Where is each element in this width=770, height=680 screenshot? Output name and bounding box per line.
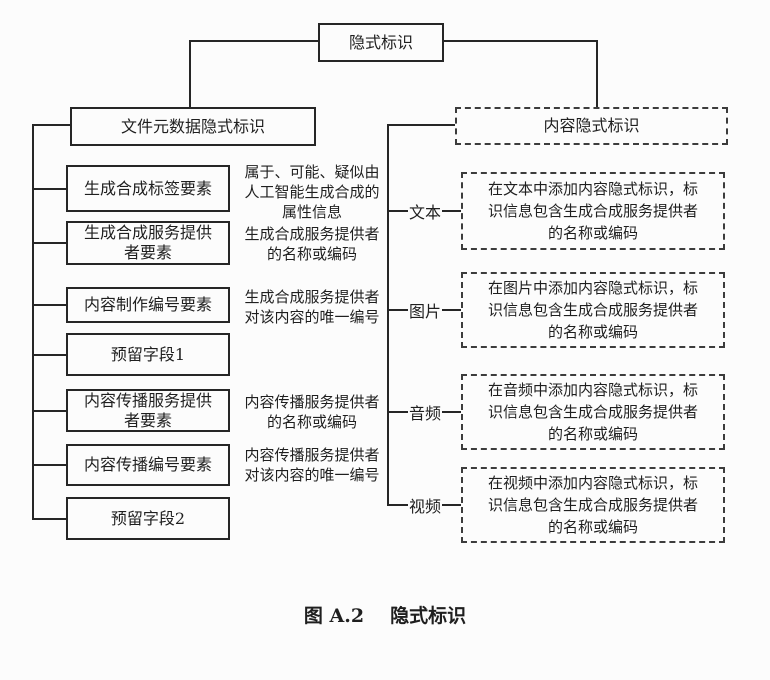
right-label-text-label: 文本: [409, 203, 442, 222]
right-label-audio-line-right: [442, 411, 464, 413]
figure-caption: 图 A.2 隐式标识: [0, 601, 770, 628]
right-label-image-label: 图片: [409, 302, 442, 321]
node-left-item-5: 内容传播服务提供 者要素: [66, 389, 230, 432]
right-label-video-line-left: [387, 504, 408, 506]
node-left-item-3-label: 内容制作编号要素: [83, 295, 212, 314]
node-left-item-2: 生成合成服务提供 者要素: [66, 221, 230, 265]
node-left-item-6-label: 内容传播编号要素: [83, 455, 212, 474]
connector-root-to-right-horizontal: [442, 40, 598, 42]
node-right-item-audio: 在音频中添加内容隐式标识，标 识信息包含生成合成服务提供者 的名称或编码: [461, 374, 725, 450]
node-left-item-7-label: 预留字段2: [110, 508, 186, 528]
node-left-header: 文件元数据隐式标识: [70, 107, 316, 146]
right-label-video: 视频: [387, 495, 464, 516]
left-stub-header: [32, 124, 72, 126]
right-label-text-line-right: [442, 210, 464, 212]
right-label-video-label: 视频: [409, 497, 442, 516]
node-left-header-label: 文件元数据隐式标识: [120, 116, 265, 136]
figure-caption-number: 图 A.2: [303, 605, 365, 627]
left-stub-1: [32, 188, 68, 190]
connector-root-to-right-vertical: [596, 40, 598, 108]
node-left-item-5-label: 内容传播服务提供 者要素: [83, 390, 212, 430]
node-right-item-image: 在图片中添加内容隐式标识，标 识信息包含生成合成服务提供者 的名称或编码: [461, 272, 725, 348]
node-right-item-text: 在文本中添加内容隐式标识，标 识信息包含生成合成服务提供者 的名称或编码: [461, 172, 725, 250]
left-stub-3: [32, 304, 68, 306]
right-branch-spine: [387, 124, 389, 506]
left-branch-spine: [32, 125, 34, 520]
right-label-text-line-left: [387, 210, 408, 212]
node-left-item-4: 预留字段1: [66, 333, 230, 376]
connector-root-to-left-horizontal: [189, 40, 319, 42]
node-left-item-4-label: 预留字段1: [110, 344, 186, 364]
node-left-item-1: 生成合成标签要素: [66, 165, 230, 212]
right-label-audio: 音频: [387, 402, 464, 423]
node-root: 隐式标识: [318, 23, 444, 62]
note-left-item-3: 生成合成服务提供者 对该内容的唯一编号: [244, 288, 380, 326]
note-left-item-1: 属于、可能、疑似由 人工智能生成合成的 属性信息: [244, 163, 380, 221]
right-label-audio-line-left: [387, 411, 408, 413]
right-label-image-line-right: [442, 309, 464, 311]
right-label-audio-label: 音频: [409, 404, 442, 423]
node-right-item-video: 在视频中添加内容隐式标识，标 识信息包含生成合成服务提供者 的名称或编码: [461, 467, 725, 543]
left-stub-7: [32, 518, 68, 520]
left-stub-6: [32, 464, 68, 466]
node-right-header-label: 内容隐式标识: [543, 116, 640, 135]
right-stub-header: [387, 124, 455, 126]
right-label-text: 文本: [387, 201, 464, 222]
right-label-video-line-right: [442, 504, 464, 506]
node-left-item-7: 预留字段2: [66, 497, 230, 540]
right-label-image-line-left: [387, 309, 408, 311]
node-left-item-2-label: 生成合成服务提供 者要素: [83, 223, 212, 262]
note-left-item-2: 生成合成服务提供者 的名称或编码: [244, 225, 380, 263]
figure-caption-title: 隐式标识: [390, 605, 467, 627]
connector-root-to-left-vertical: [189, 40, 191, 108]
left-stub-4: [32, 354, 68, 356]
node-left-item-1-label: 生成合成标签要素: [83, 178, 212, 198]
node-left-item-3: 内容制作编号要素: [66, 287, 230, 323]
node-right-header: 内容隐式标识: [455, 107, 728, 145]
note-left-item-5: 内容传播服务提供者 的名称或编码: [244, 393, 380, 431]
node-left-item-6: 内容传播编号要素: [66, 444, 230, 486]
left-stub-5: [32, 410, 68, 412]
right-label-image: 图片: [387, 300, 464, 321]
left-stub-2: [32, 242, 68, 244]
node-root-label: 隐式标识: [348, 32, 413, 52]
note-left-item-6: 内容传播服务提供者 对该内容的唯一编号: [244, 446, 380, 484]
